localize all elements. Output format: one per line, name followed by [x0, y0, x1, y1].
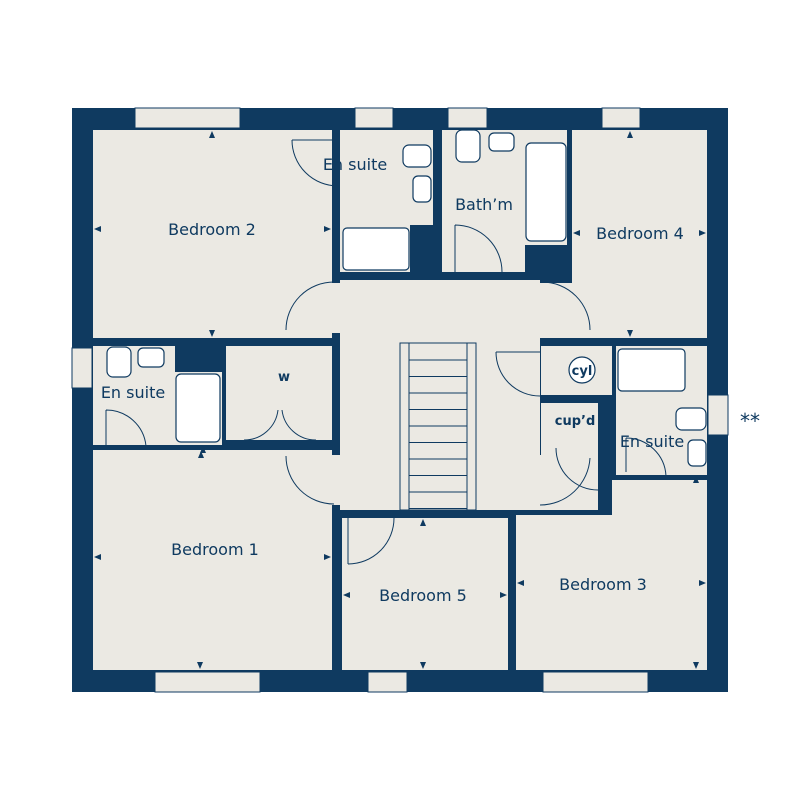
window	[447, 107, 488, 129]
window	[134, 107, 241, 129]
basin-icon	[687, 439, 707, 467]
label-bathroom: Bath’m	[455, 195, 513, 214]
label-bedroom-3: Bedroom 3	[559, 575, 647, 594]
note-marker: **	[740, 409, 760, 433]
label-bedroom-4: Bedroom 4	[596, 224, 684, 243]
bathtub-icon	[525, 142, 567, 242]
room-bedroom-5	[342, 518, 508, 670]
label-bedroom-5: Bedroom 5	[379, 586, 467, 605]
label-bedroom-1: Bedroom 1	[171, 540, 259, 559]
toilet-icon	[675, 407, 707, 431]
room-bedroom-4-recess	[540, 283, 580, 338]
door-cupboard[interactable]	[555, 447, 599, 491]
window	[354, 107, 394, 129]
door-ensuite-right[interactable]	[625, 437, 667, 477]
room-bathroom-lower	[442, 245, 525, 272]
door-wardrobe[interactable]	[243, 409, 317, 441]
toilet-icon	[402, 144, 432, 168]
window	[542, 671, 649, 693]
bathtub-icon	[342, 227, 410, 271]
door-bedroom-4[interactable]	[541, 281, 591, 331]
basin-icon	[412, 175, 432, 203]
label-wardrobe: w	[278, 370, 290, 385]
door-ensuite-left[interactable]	[105, 409, 147, 447]
door-ensuite-top[interactable]	[291, 139, 339, 187]
window	[367, 671, 408, 693]
room-landing-right	[540, 455, 598, 510]
door-bedroom-1[interactable]	[285, 455, 335, 505]
toilet-icon	[455, 129, 481, 163]
door-cylinder[interactable]	[495, 351, 541, 397]
bathtub-icon	[617, 348, 686, 392]
window	[601, 107, 641, 129]
toilet-icon	[106, 346, 132, 378]
window	[154, 671, 261, 693]
room-wardrobe	[226, 346, 332, 440]
door-bedroom-5[interactable]	[347, 517, 395, 565]
room-bedroom-1	[93, 450, 332, 670]
label-cupboard: cup’d	[555, 414, 596, 429]
basin-icon	[488, 132, 515, 152]
window	[71, 347, 93, 389]
label-cylinder: cyl	[572, 364, 593, 379]
label-ensuite-left: En suite	[101, 383, 165, 402]
door-bedroom-3[interactable]	[539, 457, 591, 506]
door-bathroom[interactable]	[454, 224, 503, 273]
room-bedroom-3-upper	[612, 480, 707, 520]
label-ensuite-top: En suite	[323, 155, 387, 174]
room-bedroom-3	[516, 515, 707, 670]
dimension-markers	[94, 131, 706, 669]
room-bedroom-4	[572, 130, 707, 338]
door-bedroom-2[interactable]	[285, 281, 335, 331]
room-landing-door-area	[286, 283, 346, 333]
label-ensuite-right: En suite	[620, 432, 684, 451]
window	[707, 394, 729, 436]
staircase	[399, 342, 477, 511]
label-bedroom-2: Bedroom 2	[168, 220, 256, 239]
basin-icon	[137, 347, 165, 368]
room-cupboard	[541, 403, 598, 455]
bathtub-icon	[175, 373, 221, 443]
cylinder-icon	[568, 356, 596, 384]
